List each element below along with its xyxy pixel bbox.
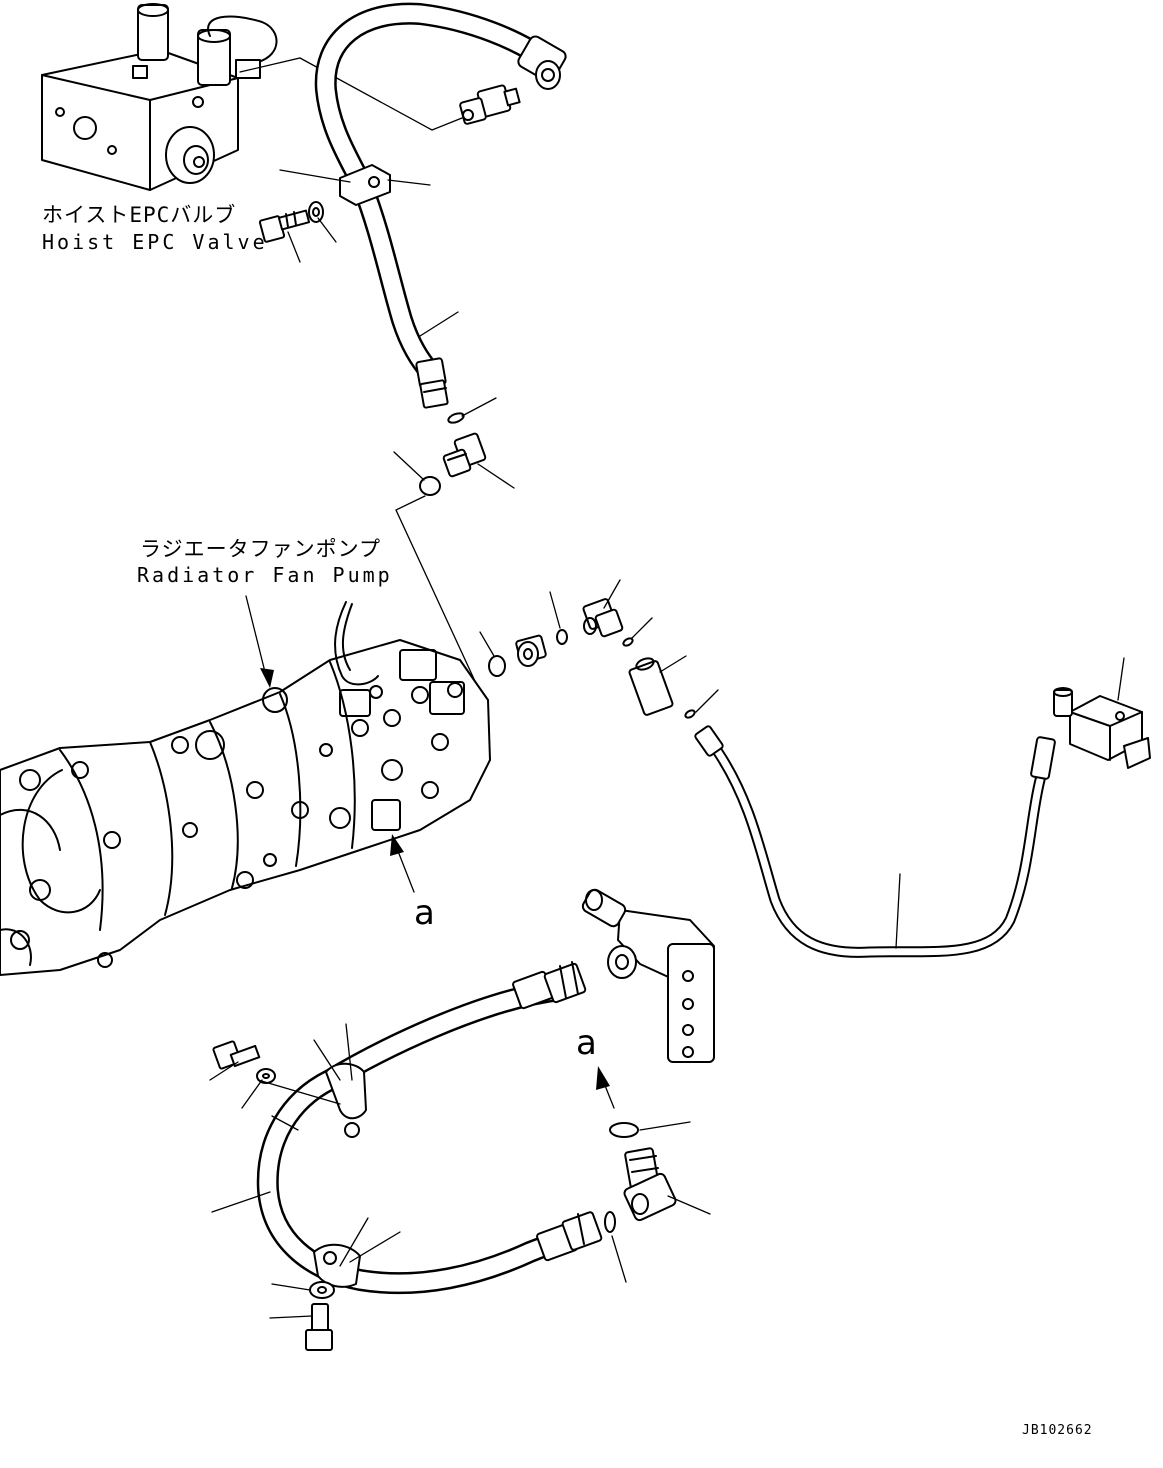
middle-adapter-drawing: [515, 634, 547, 667]
fan-pump-label-en: Radiator Fan Pump: [137, 563, 393, 587]
right-hose-drawing: [694, 725, 1056, 958]
radiator-fan-pump-drawing: [0, 601, 491, 976]
pressure-switch-drawing: [459, 84, 521, 125]
lower-bolt-1-drawing: [212, 1040, 276, 1084]
lower-hose-drawing: [256, 961, 603, 1295]
hoist-epc-valve-drawing: [41, 3, 278, 191]
lower-valve-bracket-drawing: [581, 888, 715, 1063]
right-block-drawing: [1053, 687, 1151, 769]
fan-pump-label-jp: ラジエータファンポンプ: [140, 537, 381, 561]
view-a-label-upper: a: [414, 893, 435, 933]
view-a-label-lower: a: [576, 1023, 597, 1063]
upper-bolt-drawing: [258, 201, 324, 243]
hoist-valve-label-jp: ホイストEPCバルブ: [42, 203, 237, 227]
upper-hose-drawing: [314, 2, 567, 409]
middle-elbow-2-drawing: [582, 598, 624, 638]
drawing-code: JB102662: [1022, 1423, 1093, 1438]
lower-elbow-drawing: [623, 1147, 677, 1222]
lower-bolt-2-drawing: [305, 1281, 335, 1351]
middle-elbow-drawing: [442, 432, 487, 478]
connector-drawing: [628, 657, 674, 716]
hoist-valve-label-en: Hoist EPC Valve: [42, 230, 268, 254]
